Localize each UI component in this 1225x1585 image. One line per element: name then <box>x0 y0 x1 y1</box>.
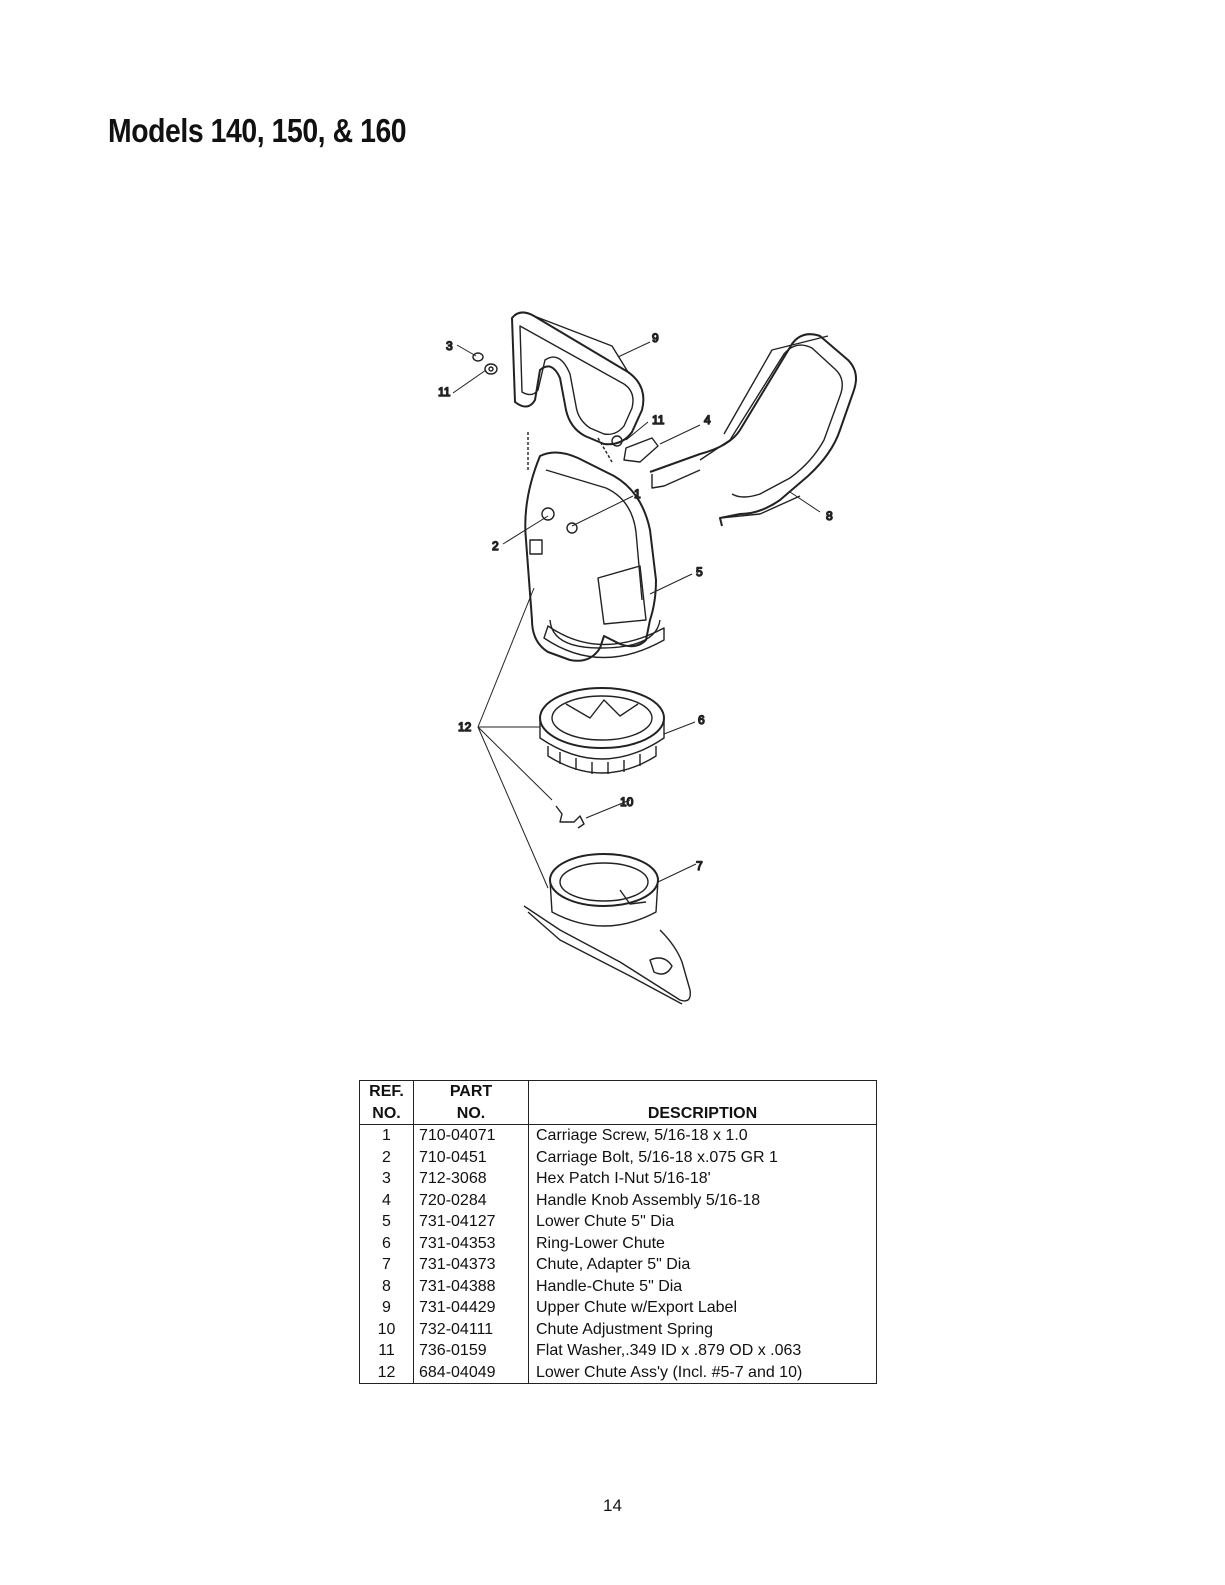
table-row: 10 732-04111 Chute Adjustment Spring <box>359 1318 877 1340</box>
ref-no-cell: 2 <box>359 1146 414 1168</box>
page-title: Models 140, 150, & 160 <box>108 112 407 149</box>
part-no-cell: 736-0159 <box>419 1342 487 1359</box>
callout-label: 8 <box>826 509 833 523</box>
ref-no-cell: 6 <box>359 1232 414 1254</box>
handle-knob-part <box>611 435 659 463</box>
ref-no-header: REF. NO. <box>359 1080 414 1125</box>
ref-no-cell: 8 <box>359 1275 414 1297</box>
adjustment-spring-part <box>555 805 585 829</box>
description-cell: Chute Adjustment Spring <box>528 1318 877 1340</box>
callout-label: 9 <box>652 331 659 345</box>
part-no-cell: 684-04049 <box>413 1361 529 1384</box>
ref-header-line2: NO. <box>372 1104 401 1122</box>
description-cell: Lower Chute 5" Dia <box>528 1211 877 1233</box>
description-header: DESCRIPTION <box>528 1080 877 1125</box>
parts-list-table: REF. NO. PART NO. DESCRIPTION 1 710-04071… <box>359 1080 877 1384</box>
ref-no-cell: 7 <box>359 1254 414 1276</box>
table-row: 7 731-04373 Chute, Adapter 5" Dia <box>359 1254 877 1276</box>
callout-label: 2 <box>492 539 499 553</box>
table-row: 3 712-3068 Hex Patch I-Nut 5/16-18' <box>359 1168 877 1190</box>
part-no-cell: 731-04353 <box>419 1234 496 1252</box>
callout-label: 11 <box>652 413 665 427</box>
ref-no-cell: 4 <box>359 1189 414 1211</box>
description-cell: Upper Chute w/Export Label <box>528 1297 877 1319</box>
part-no-cell: 710-0451 <box>419 1148 487 1166</box>
part-no-cell: 731-04373 <box>419 1256 496 1273</box>
ref-no-cell: 9 <box>359 1297 414 1319</box>
table-row: 6 731-04353 Ring-Lower Chute <box>359 1232 877 1254</box>
washer-and-nut-part <box>472 352 498 375</box>
callout-label: 7 <box>696 859 703 873</box>
callout-label: 1 <box>634 487 641 501</box>
description-cell: Lower Chute Ass'y (Incl. #5-7 and 10) <box>528 1361 877 1384</box>
table-header-row: REF. NO. PART NO. DESCRIPTION <box>359 1080 877 1125</box>
part-no-cell: 731-04429 <box>419 1299 496 1316</box>
part-header-line2: NO. <box>456 1104 486 1122</box>
ref-no-cell: 5 <box>359 1211 414 1233</box>
callout-label: 6 <box>698 713 705 727</box>
ref-no-cell: 10 <box>359 1318 414 1340</box>
ref-no-cell: 1 <box>359 1124 414 1147</box>
table-row: 1 710-04071 Carriage Screw, 5/16-18 x 1.0 <box>359 1124 877 1147</box>
callout-label: 10 <box>620 795 634 809</box>
table-row: 5 731-04127 Lower Chute 5" Dia <box>359 1211 877 1233</box>
upper-chute-part <box>511 311 645 463</box>
part-no-cell: 720-0284 <box>419 1191 487 1209</box>
page-number: 14 <box>603 1496 622 1515</box>
description-cell: Handle Knob Assembly 5/16-18 <box>528 1189 877 1211</box>
description-cell: Carriage Bolt, 5/16-18 x.075 GR 1 <box>528 1146 877 1168</box>
part-no-cell: 731-04127 <box>419 1213 496 1230</box>
description-cell: Chute, Adapter 5" Dia <box>528 1254 877 1276</box>
table-row: 2 710-0451 Carriage Bolt, 5/16-18 x.075 GR… <box>359 1146 877 1168</box>
description-cell: Flat Washer,.349 ID x .879 OD x .063 <box>528 1340 877 1362</box>
ref-no-cell: 11 <box>359 1340 414 1362</box>
table-row: 8 731-04388 Handle-Chute 5" Dia <box>359 1275 877 1297</box>
description-cell: Handle-Chute 5" Dia <box>528 1275 877 1297</box>
table-row: 9 731-04429 Upper Chute w/Export Label <box>359 1297 877 1319</box>
part-no-cell: 732-04111 <box>419 1320 494 1338</box>
lower-chute-ring-part <box>539 687 665 774</box>
callout-label: 3 <box>446 339 453 353</box>
exploded-parts-diagram: 3 11 9 11 4 1 2 5 8 6 10 7 12 <box>437 311 857 1005</box>
callout-label: 4 <box>704 413 711 427</box>
callout-label: 11 <box>438 385 451 399</box>
description-cell: Ring-Lower Chute <box>528 1232 877 1254</box>
table-row: 4 720-0284 Handle Knob Assembly 5/16-18 <box>359 1189 877 1211</box>
ref-no-cell: 12 <box>359 1361 414 1384</box>
part-no-cell: 712-3068 <box>419 1170 487 1187</box>
callout-label: 5 <box>696 565 703 579</box>
description-cell: Carriage Screw, 5/16-18 x 1.0 <box>528 1124 877 1147</box>
table-row: 11 736-0159 Flat Washer,.349 ID x .879 OD … <box>359 1340 877 1362</box>
description-cell: Hex Patch I-Nut 5/16-18' <box>528 1168 877 1190</box>
part-no-cell: 710-04071 <box>419 1127 496 1144</box>
part-no-header: PART NO. <box>413 1080 529 1125</box>
chute-adapter-part <box>523 853 691 1005</box>
part-no-cell: 731-04388 <box>419 1277 496 1295</box>
lower-chute-part <box>524 430 665 662</box>
chute-handle-part <box>649 333 857 527</box>
leader-lines <box>452 341 821 889</box>
part-header-line1: PART <box>449 1083 493 1100</box>
ref-header-line1: REF. <box>369 1083 404 1100</box>
ref-no-cell: 3 <box>359 1168 414 1190</box>
callout-label: 12 <box>458 720 472 734</box>
